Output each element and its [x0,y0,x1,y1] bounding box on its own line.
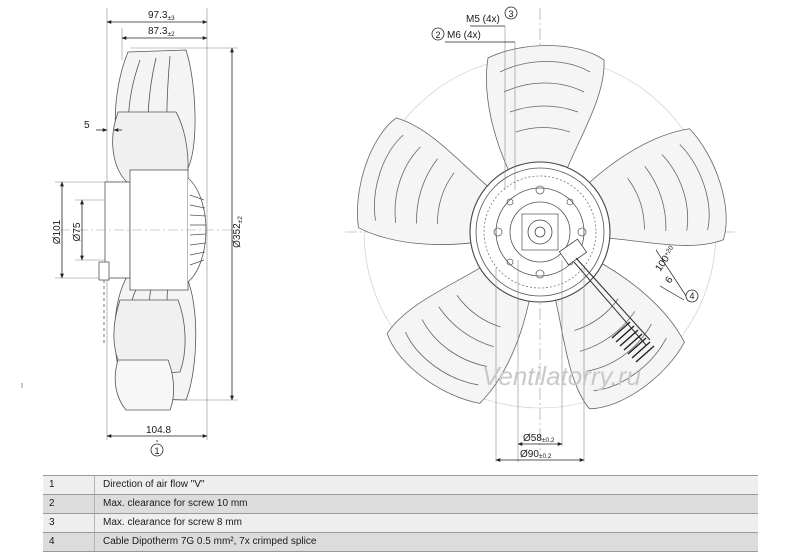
legend-table: 1 Direction of air flow "V" 2 Max. clear… [43,475,758,552]
marker-2-label: 2 [435,30,440,40]
dim-58-label: Ø58±0.2 [523,433,555,444]
dim-6-label: 6 [663,274,675,285]
legend-number: 1 [43,476,95,494]
dim-87-3-label: 87.3±2 [148,26,175,38]
front-view [345,8,735,462]
m5-screw-label: M5 (4x) [466,14,500,25]
legend-row: 3 Max. clearance for screw 8 mm [43,514,758,533]
legend-row: 1 Direction of air flow "V" [43,476,758,495]
legend-row: 2 Max. clearance for screw 10 mm [43,495,758,514]
marker-3-label: 3 [508,9,513,19]
legend-text: Cable Dipotherm 7G 0.5 mm², 7x crimped s… [103,536,317,547]
dim-352-label: Ø352±2 [232,216,244,248]
side-view-labels: 97.3±3 87.3±2 5 Ø101 Ø75 Ø352±2 104.8 1 [52,10,244,456]
dim-5-label: 5 [84,120,90,131]
marker-2-circle [431,27,445,41]
marker-3-circle [504,6,518,20]
legend-row: 4 Cable Dipotherm 7G 0.5 mm², 7x crimped… [43,533,758,552]
legend-text: Direction of air flow "V" [103,479,205,490]
side-view [21,8,240,457]
legend-number: 3 [43,514,95,532]
legend-number: 4 [43,533,95,551]
legend-text: Max. clearance for screw 10 mm [103,498,248,509]
dim-101-label: Ø101 [52,219,63,244]
dim-97-3-label: 97.3±3 [148,10,175,22]
technical-drawing: 97.3±3 87.3±2 5 Ø101 Ø75 Ø352±2 104.8 1 [21,6,735,462]
dim-104-8-label: 104.8 [146,425,171,436]
legend-text: Max. clearance for screw 8 mm [103,517,242,528]
dim-90-label: Ø90±0.2 [520,449,552,460]
legend-number: 2 [43,495,95,513]
m6-screw-label: M6 (4x) [447,30,481,41]
dim-100-label: 100+20 [653,244,678,273]
marker-4-label: 4 [689,291,694,301]
airflow-marker-label: 1 [154,446,159,456]
watermark: Ventilatorry.ru [482,361,641,391]
dim-75-label: Ø75 [72,222,83,241]
